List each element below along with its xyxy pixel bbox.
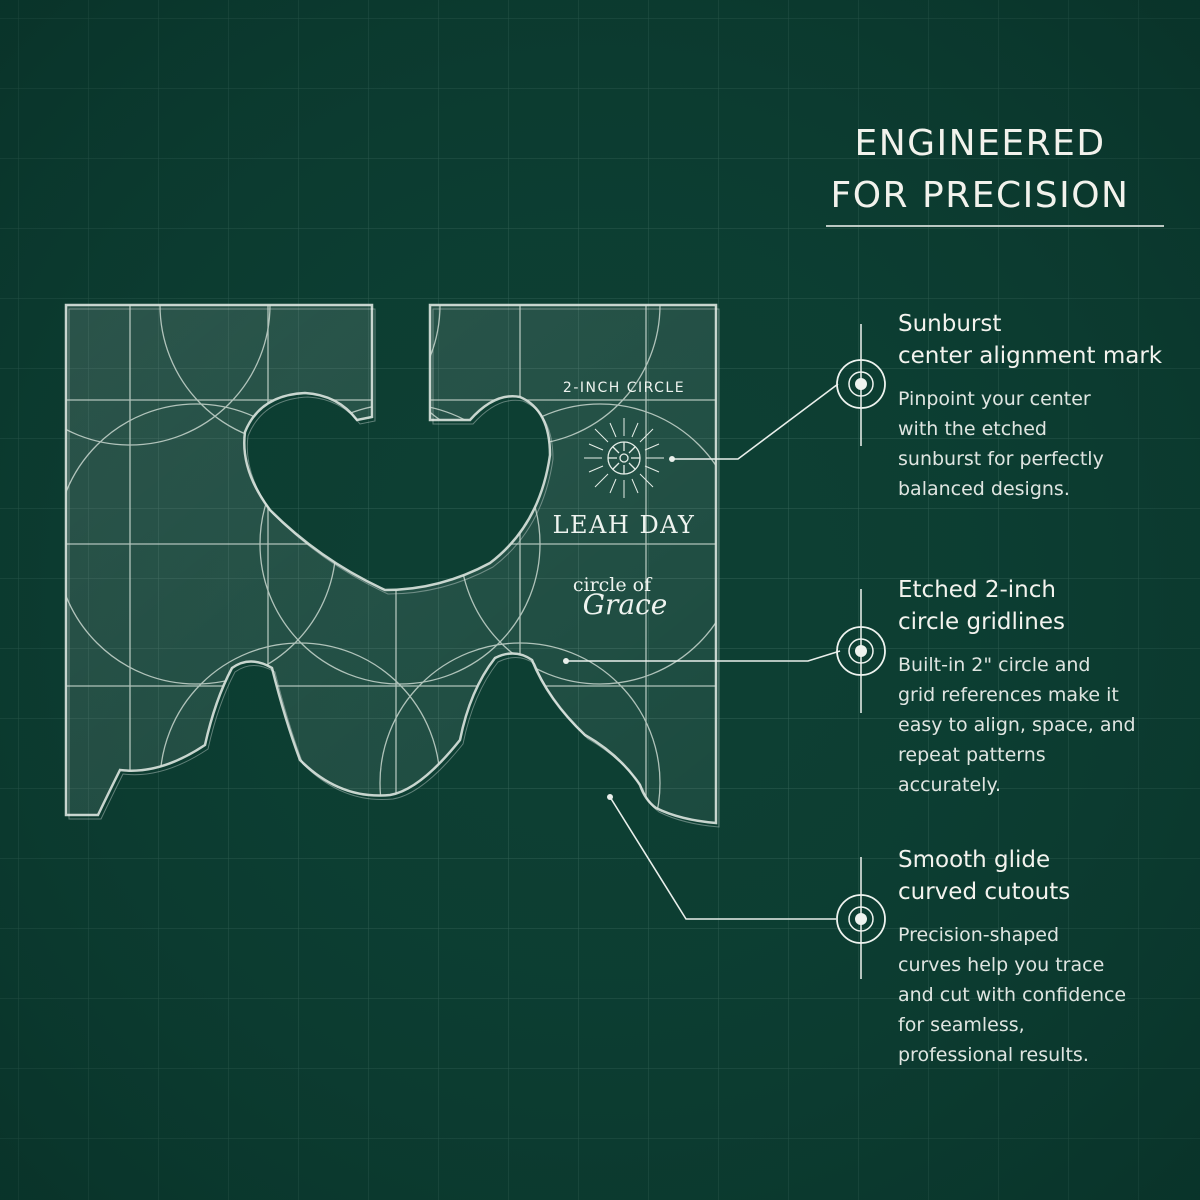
desc-line: repeat patterns: [898, 744, 1046, 766]
desc-line: and cut with confidence: [898, 984, 1127, 1006]
desc-line: Built-in 2" circle and: [898, 654, 1091, 676]
target-icon: [836, 589, 886, 713]
desc-line: easy to align, space, and: [898, 714, 1136, 736]
desc-line: Precision-shaped: [898, 924, 1060, 946]
desc-line: sunburst for perfectly: [898, 448, 1104, 470]
headline: ENGINEERED FOR PRECISION: [800, 118, 1160, 222]
desc-line: grid references make it: [898, 684, 1119, 706]
callout-line-sunburst: [674, 383, 839, 460]
feature-sunburst: Sunburst center alignment mark Pinpoint …: [898, 308, 1198, 504]
feature-title: Smooth glide: [898, 847, 1051, 873]
desc-line: accurately.: [898, 774, 1002, 796]
callout-line-gridlines: [566, 650, 841, 662]
callout-dots: [563, 456, 675, 800]
product-line1: circle of: [573, 574, 653, 596]
desc-line: for seamless,: [898, 1014, 1025, 1036]
feature-gridlines: Etched 2-inch circle gridlines Built-in …: [898, 574, 1198, 800]
feature-title: curved cutouts: [898, 879, 1071, 905]
desc-line: Pinpoint your center: [898, 388, 1091, 410]
sunburst-icon: [584, 418, 664, 498]
feature-description: Built-in 2" circle and grid references m…: [898, 650, 1198, 800]
desc-line: curves help you trace: [898, 954, 1105, 976]
desc-line: balanced designs.: [898, 478, 1070, 500]
target-icon: [836, 324, 886, 446]
headline-rule: [826, 225, 1164, 227]
product-line2: Grace: [583, 588, 668, 621]
feature-cutouts: Smooth glide curved cutouts Precision-sh…: [898, 844, 1198, 1070]
feature-title: circle gridlines: [898, 609, 1066, 635]
headline-line2: FOR PRECISION: [830, 175, 1130, 216]
feature-description: Precision-shaped curves help you trace a…: [898, 920, 1198, 1070]
feature-title: center alignment mark: [898, 343, 1163, 369]
feature-description: Pinpoint your center with the etched sun…: [898, 384, 1198, 504]
target-icon: [836, 857, 886, 979]
ruler-brand: LEAH DAY: [553, 511, 696, 539]
desc-line: professional results.: [898, 1044, 1089, 1066]
headline-line1: ENGINEERED: [854, 123, 1106, 164]
callout-line-cutouts: [609, 796, 836, 920]
ruler-label: 2-INCH CIRCLE: [563, 380, 685, 396]
desc-line: with the etched: [898, 418, 1047, 440]
feature-title: Sunburst: [898, 311, 1002, 337]
callout-lines: [566, 383, 841, 920]
feature-title: Etched 2-inch: [898, 577, 1056, 603]
